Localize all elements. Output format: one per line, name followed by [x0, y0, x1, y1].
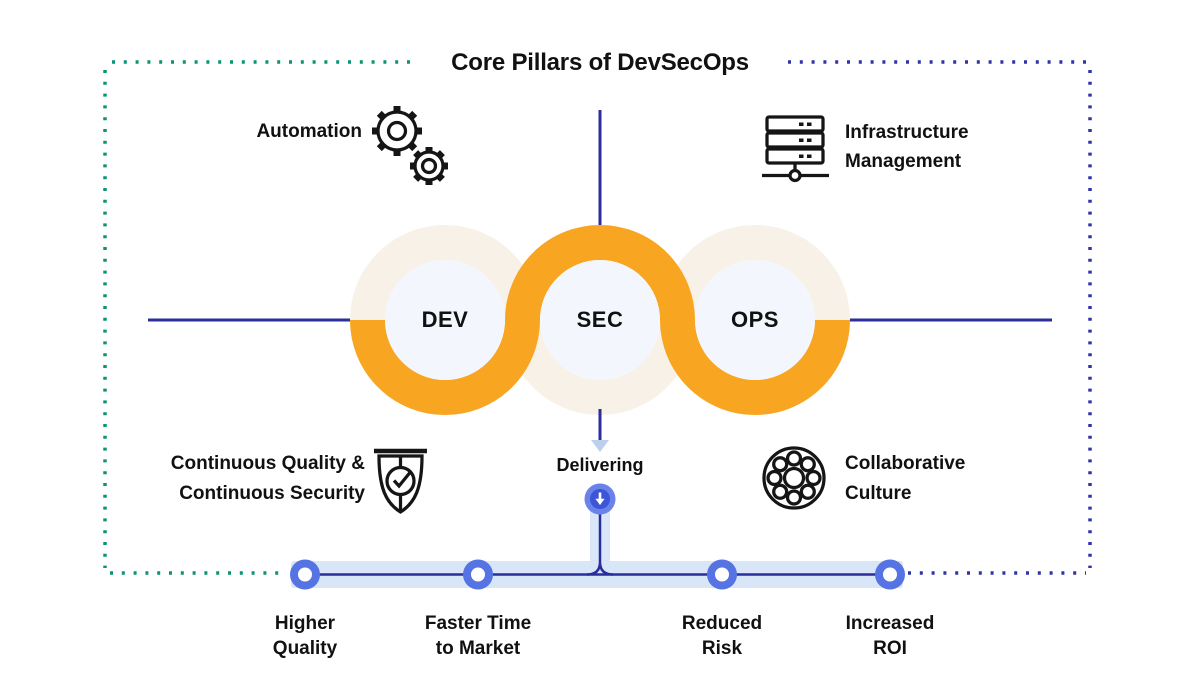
outcome-higher-quality: Higher Quality	[220, 611, 390, 661]
arrow-down-icon	[591, 440, 609, 452]
infrastructure-line1: Infrastructure	[845, 122, 969, 143]
delivering-arrow	[591, 409, 609, 452]
collab-line2: Culture	[845, 483, 912, 504]
infrastructure-line2: Management	[845, 151, 962, 172]
delivering-circle-icon	[584, 483, 616, 515]
infrastructure-label: Infrastructure Management	[845, 118, 969, 176]
pillar-dev-label: DEV	[421, 307, 469, 332]
server-stack-icon	[762, 115, 829, 183]
outcome-2-line2: to Market	[435, 638, 521, 659]
outcome-4-line1: Increased	[845, 613, 935, 634]
pillar-ops-label: OPS	[731, 307, 779, 332]
outcome-2-line1: Faster Time	[424, 613, 532, 634]
collab-line1: Collaborative	[845, 453, 966, 474]
outcome-4-line2: ROI	[873, 638, 907, 659]
outcome-3-line2: Risk	[701, 638, 743, 659]
outcome-increased-roi: Increased ROI	[805, 611, 975, 661]
timeline-node-reduced-risk	[707, 559, 737, 590]
timeline-node-increased-roi	[875, 559, 905, 590]
outcome-reduced-risk: Reduced Risk	[637, 611, 807, 661]
gear-small	[410, 147, 448, 185]
devsecops-loop	[350, 225, 850, 415]
outcome-1-line1: Higher	[274, 613, 336, 634]
outcome-3-line1: Reduced	[681, 613, 763, 634]
quality-line2: Continuous Security	[179, 483, 365, 504]
orange-snake-path	[350, 225, 850, 415]
dotted-border	[103, 60, 1092, 575]
outcomes-timeline	[290, 483, 905, 590]
dev-inner-circle	[385, 260, 505, 380]
gears-icon	[372, 106, 448, 185]
quality-line1: Continuous Quality &	[170, 453, 365, 474]
people-network-icon	[762, 446, 826, 510]
page-title: Core Pillars of DevSecOps	[451, 49, 749, 76]
outcome-faster-time-to-market: Faster Time to Market	[393, 611, 563, 661]
collaborative-culture-label: Collaborative Culture	[845, 449, 965, 509]
outcome-1-line2: Quality	[272, 638, 338, 659]
timeline-node-faster-time	[463, 559, 493, 590]
pillar-sec-label: SEC	[576, 307, 624, 332]
shield-check-icon	[374, 448, 427, 514]
gear-large	[372, 106, 422, 156]
delivering-label: Delivering	[556, 455, 644, 475]
automation-label: Automation	[256, 121, 362, 142]
quality-security-label: Continuous Quality & Continuous Security	[128, 449, 365, 509]
connector-lines	[148, 110, 1052, 322]
ops-inner-circle	[695, 260, 815, 380]
sec-inner-circle	[540, 260, 660, 380]
timeline-node-higher-quality	[290, 559, 320, 590]
